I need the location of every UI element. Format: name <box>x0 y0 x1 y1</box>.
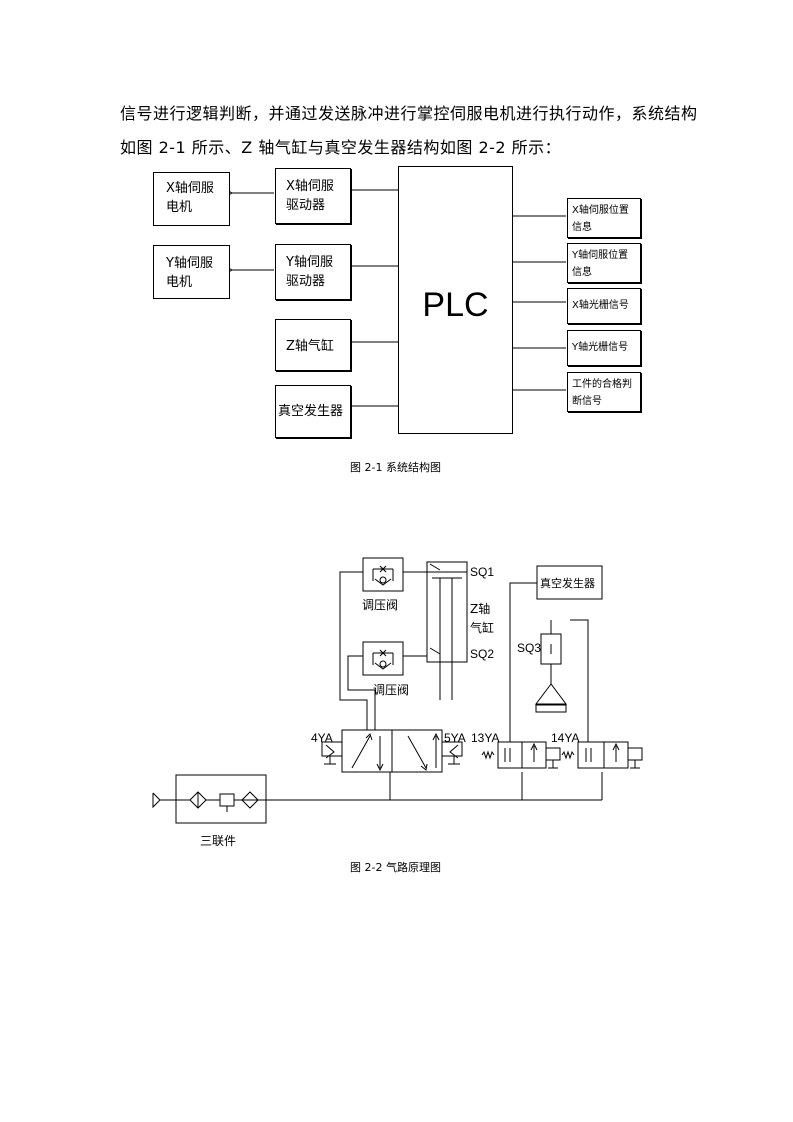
vacuum-generator-label: 真空发生器 <box>278 404 344 419</box>
supply-source <box>152 792 161 809</box>
label-13ya: 13YA <box>471 731 500 745</box>
figure1-connectors <box>0 0 566 480</box>
pressure-valve-bottom <box>362 641 404 676</box>
paragraph-line-2: 如图 2-1 所示、Z 轴气缸与真空发生器结构如图 2-2 所示： <box>120 138 562 157</box>
label-frl-unit: 三联件 <box>200 834 237 848</box>
y-grating-signal-label: Y轴光栅信号 <box>572 342 629 353</box>
z-axis-cylinder-body <box>426 561 468 663</box>
label-valve-bottom: 调压阀 <box>373 683 410 697</box>
label-z-cylinder-1: Z轴 <box>470 602 491 616</box>
label-sq2: SQ2 <box>470 647 495 661</box>
plc-box: PLC <box>398 166 513 434</box>
label-sq3: SQ3 <box>517 641 542 655</box>
suction-cup <box>535 683 567 705</box>
plc-label: PLC <box>422 286 489 324</box>
paragraph-line-1: 信号进行逻辑判断，并通过发送脉冲进行掌控伺服电机进行执行动作，系统结构 <box>120 104 698 123</box>
x-servo-motor-label-2: 电机 <box>166 200 193 215</box>
x-servo-driver-box: X轴伺服 驱动器 <box>275 168 351 224</box>
y-servo-driver-box: Y轴伺服 驱动器 <box>275 244 351 300</box>
y-servo-position-label-1: Y轴伺服位置 <box>572 250 629 261</box>
pressure-valve-top <box>362 557 404 592</box>
label-sq1: SQ1 <box>470 565 495 579</box>
y-servo-position-label-2: 信息 <box>572 267 592 278</box>
label-valve-top: 调压阀 <box>362 598 399 612</box>
vacuum-generator-symbol <box>536 565 603 600</box>
x-servo-driver-label-1: X轴伺服 <box>286 179 334 194</box>
y-servo-motor-box: Y轴伺服 电机 <box>153 245 230 299</box>
qualified-signal-label-2: 断信号 <box>572 396 602 407</box>
vacuum-generator-box: 真空发生器 <box>275 385 351 438</box>
x-servo-motor-box: X轴伺服 电机 <box>153 172 230 226</box>
x-servo-motor-label-1: X轴伺服 <box>166 181 214 196</box>
qualified-signal-label-1: 工件的合格判 <box>572 379 632 390</box>
x-grating-signal-box: X轴光栅信号 <box>567 288 641 324</box>
y-servo-driver-label-2: 驱动器 <box>286 274 326 289</box>
label-vacuum-generator: 真空发生器 <box>540 577 595 590</box>
x-servo-position-label-2: 信息 <box>572 222 592 233</box>
y-grating-signal-box: Y轴光栅信号 <box>567 330 641 366</box>
label-z-cylinder-2: 气缸 <box>470 621 495 635</box>
x-servo-position-label-1: X轴伺服位置 <box>572 205 629 216</box>
qualified-signal-box: 工件的合格判 断信号 <box>567 372 641 412</box>
y-servo-motor-label-2: 电机 <box>166 275 193 290</box>
label-5ya: 5YA <box>444 731 466 745</box>
label-4ya: 4YA <box>311 731 333 745</box>
y-servo-driver-label-1: Y轴伺服 <box>286 255 333 270</box>
figure1-caption: 图 2-1 系统结构图 <box>350 461 441 474</box>
y-servo-motor-label-1: Y轴伺服 <box>166 256 213 271</box>
z-cylinder-box: Z轴气缸 <box>275 319 351 371</box>
x-servo-driver-label-2: 驱动器 <box>286 198 326 213</box>
y-servo-position-box: Y轴伺服位置 信息 <box>567 243 641 283</box>
figure2-caption: 图 2-2 气路原理图 <box>350 861 441 874</box>
z-cylinder-label: Z轴气缸 <box>286 339 334 354</box>
label-14ya: 14YA <box>551 731 580 745</box>
x-grating-signal-label: X轴光栅信号 <box>572 300 629 311</box>
x-servo-position-box: X轴伺服位置 信息 <box>567 198 641 238</box>
